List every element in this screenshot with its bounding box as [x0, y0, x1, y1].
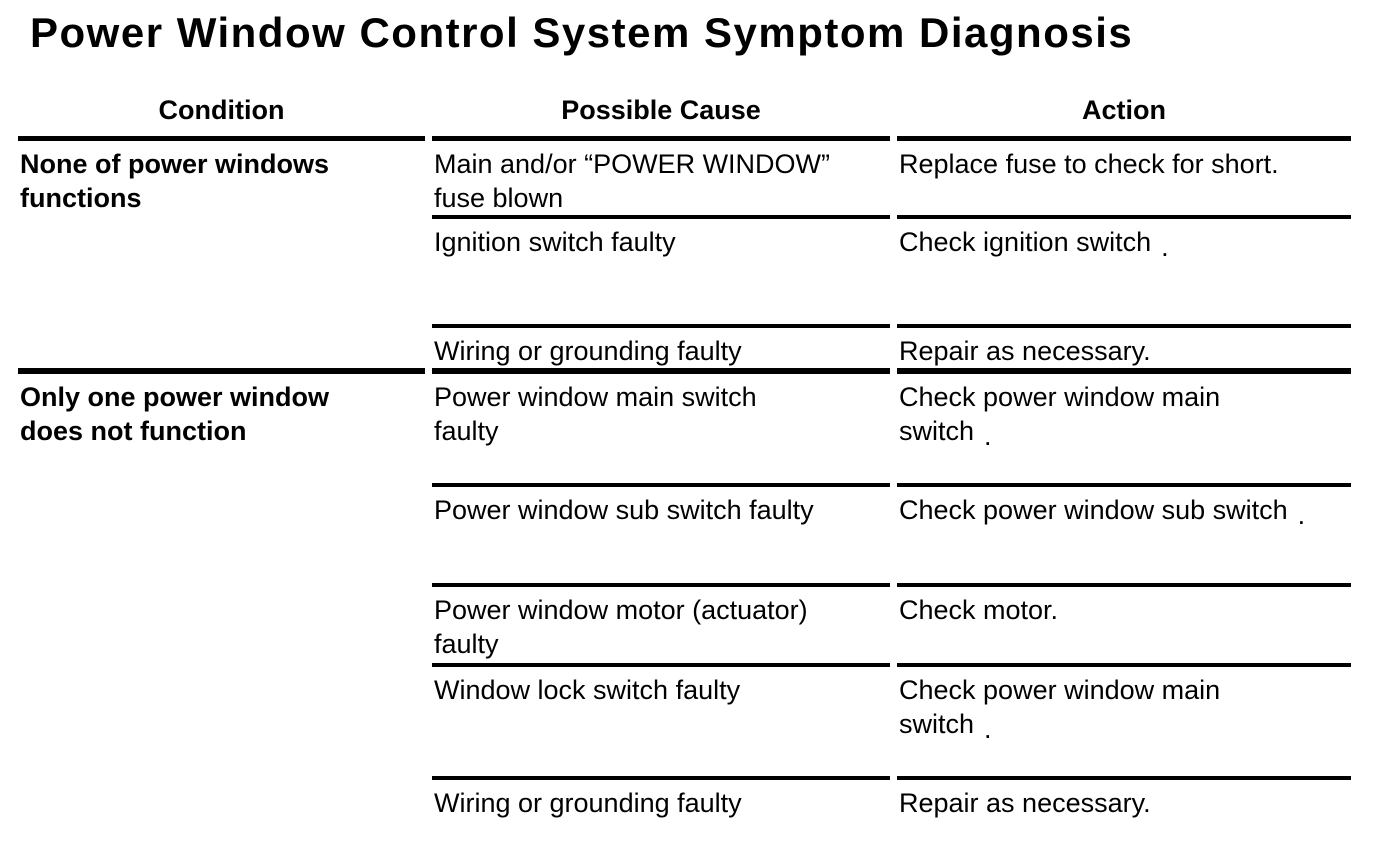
- trailing-period: .: [984, 421, 992, 451]
- possible-cause-cell: Power window sub switch faulty: [432, 487, 890, 587]
- trailing-period: .: [1297, 500, 1306, 530]
- column-header-possible-cause: Possible Cause: [432, 89, 890, 141]
- table-header-row: Condition Possible Cause Action: [18, 89, 1351, 141]
- possible-cause-cell: Window lock switch faulty: [432, 667, 890, 780]
- possible-cause-cell: Power window main switch faulty: [432, 374, 890, 487]
- action-cell: Repair as necessary.: [897, 328, 1351, 374]
- action-cell: Check power window main switch.: [897, 667, 1351, 780]
- trailing-period: .: [1161, 232, 1169, 262]
- column-header-action: Action: [897, 89, 1351, 141]
- table-row: Only one power window does not function P…: [18, 374, 1351, 487]
- column-header-condition: Condition: [18, 89, 425, 141]
- action-cell: Check power window main switch.: [897, 374, 1351, 487]
- symptom-diagnosis-table: Condition Possible Cause Action None of …: [11, 89, 1358, 854]
- action-cell: Check ignition switch.: [897, 219, 1351, 328]
- action-cell: Replace fuse to check for short.: [897, 141, 1351, 219]
- page-title: Power Window Control System Symptom Diag…: [30, 9, 1134, 56]
- table-row: Wiring or grounding faulty Repair as nece…: [18, 780, 1351, 854]
- action-cell: Check power window sub switch.: [897, 487, 1351, 587]
- condition-cell: None of power windows functions: [18, 141, 425, 374]
- action-cell: Repair as necessary.: [899, 788, 1151, 818]
- possible-cause-cell: Power window motor (actuator) faulty: [432, 587, 890, 667]
- possible-cause-cell: Main and/or “POWER WINDOW” fuse blown: [432, 141, 890, 219]
- condition-cell: Only one power window does not function: [20, 382, 330, 446]
- possible-cause-cell: Ignition switch faulty: [432, 219, 890, 328]
- action-cell: Check motor.: [897, 587, 1351, 667]
- trailing-period: .: [984, 714, 992, 744]
- possible-cause-cell: Wiring or grounding faulty: [432, 328, 890, 374]
- possible-cause-cell: Wiring or grounding faulty: [434, 788, 742, 818]
